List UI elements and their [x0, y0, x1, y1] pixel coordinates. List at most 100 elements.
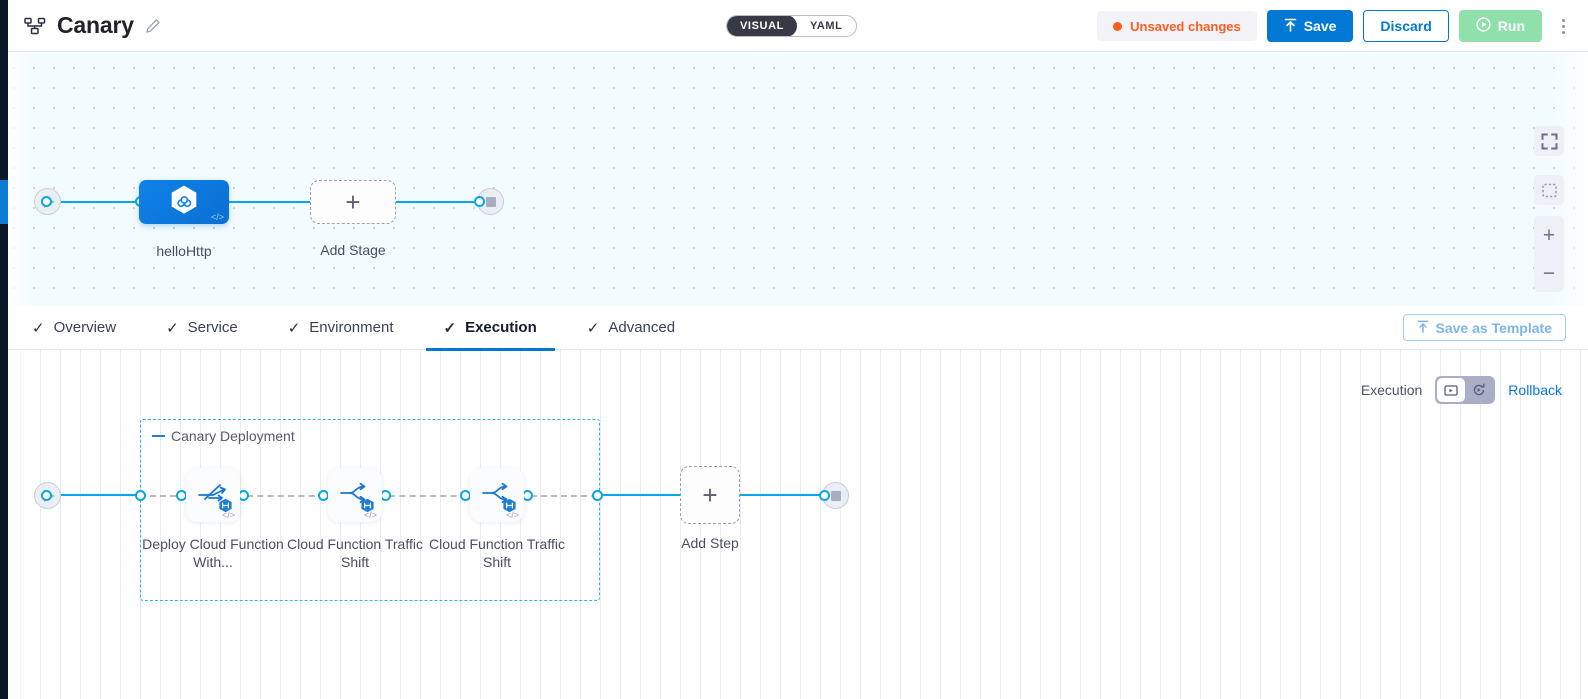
traffic-shift-icon: [338, 478, 372, 513]
deploy-cloud-function-icon: [196, 478, 230, 513]
fit-screen-icon[interactable]: [1534, 126, 1564, 156]
discard-button-label: Discard: [1380, 18, 1432, 34]
discard-button[interactable]: Discard: [1363, 10, 1449, 42]
save-upload-icon: [1284, 18, 1297, 35]
left-nav-rail-active-indicator: [0, 180, 8, 224]
step-code-badge-icon: </>: [363, 510, 377, 520]
port-group-out[interactable]: [592, 490, 603, 501]
step-node-label-2: Cloud Function Traffic Shift: [287, 536, 423, 570]
zoom-controls[interactable]: + −: [1534, 216, 1564, 292]
traffic-shift-icon: [480, 478, 514, 513]
selection-box-icon[interactable]: [1534, 175, 1564, 205]
zoom-in-button[interactable]: +: [1542, 223, 1556, 247]
step-node-traffic-shift-2[interactable]: </>: [470, 468, 524, 522]
top-header: Canary VISUAL YAML Unsaved changes: [0, 0, 1588, 52]
add-stage-button[interactable]: +: [310, 180, 396, 224]
unsaved-dot-icon: [1113, 21, 1123, 31]
collapse-dash-icon[interactable]: [152, 434, 165, 438]
rollback-steps-icon[interactable]: [1465, 378, 1493, 402]
pipeline-icon: [24, 17, 46, 35]
section-tabs: ✓ Overview ✓ Service ✓ Environment ✓ Exe…: [0, 306, 1588, 351]
stage-group-title[interactable]: Canary Deployment: [152, 428, 295, 444]
add-step-button[interactable]: +: [680, 466, 740, 524]
save-as-template-label: Save as Template: [1435, 319, 1552, 336]
edge-addstep-to-end: [740, 494, 825, 496]
step-node-traffic-shift-1[interactable]: </>: [328, 468, 382, 522]
save-button-label: Save: [1303, 18, 1337, 34]
edge-group-in-to-step1: [150, 495, 186, 497]
step-code-badge-icon: </>: [221, 510, 235, 520]
add-step-label: Add Step: [681, 535, 739, 551]
unsaved-changes-badge: Unsaved changes: [1097, 11, 1257, 41]
check-icon: ✓: [32, 319, 45, 337]
check-icon: ✓: [287, 319, 301, 337]
edge-step3-to-group-out: [531, 495, 597, 497]
execution-steps-icon[interactable]: [1437, 378, 1466, 402]
unsaved-changes-label: Unsaved changes: [1130, 18, 1241, 34]
step-node-deploy-cloud-function[interactable]: </>: [186, 468, 240, 522]
upload-template-icon: [1417, 320, 1429, 336]
tab-environment-label: Environment: [309, 319, 394, 336]
step-code-badge-icon: </>: [505, 510, 519, 520]
view-mode-toggle[interactable]: VISUAL YAML: [726, 15, 857, 37]
check-icon: ✓: [586, 319, 600, 337]
step-badge-icon: [218, 498, 233, 513]
port-end-in[interactable]: [474, 196, 485, 207]
stage-group-canary-deployment[interactable]: [140, 419, 600, 601]
run-play-icon: [1476, 17, 1491, 35]
tab-overview-label: Overview: [53, 319, 117, 336]
stage-canvas[interactable]: </> helloHttp + Add Stage + −: [0, 52, 1588, 306]
zoom-out-button[interactable]: −: [1542, 261, 1556, 285]
stop-icon: [485, 196, 496, 207]
port-start-out[interactable]: [41, 196, 52, 207]
edge-step2-to-step3: [389, 495, 467, 497]
header-actions: Unsaved changes Save Discard: [1097, 0, 1574, 52]
step-node-label-1: Deploy Cloud Function With...: [142, 536, 284, 570]
edge-stage-to-addstage: [222, 201, 314, 203]
execution-label: Execution: [1360, 382, 1423, 398]
tab-overview[interactable]: ✓ Overview: [14, 306, 134, 350]
header-left-group: Canary: [0, 12, 161, 39]
check-icon: ✓: [166, 319, 179, 337]
save-button[interactable]: Save: [1266, 10, 1354, 42]
port-group-in[interactable]: [135, 490, 146, 501]
tab-environment[interactable]: ✓ Environment: [270, 306, 412, 350]
plus-icon: +: [702, 479, 718, 510]
tab-advanced-label: Advanced: [608, 319, 676, 336]
page-title: Canary: [57, 12, 134, 38]
port-exec-start-out[interactable]: [41, 490, 52, 501]
execution-rollback-toggle[interactable]: [1435, 376, 1496, 404]
add-stage-label: Add Stage: [320, 242, 386, 258]
execution-canvas[interactable]: Execution Rollback: [0, 350, 1588, 699]
tab-service-label: Service: [187, 319, 238, 336]
kebab-menu-icon[interactable]: [1552, 10, 1574, 42]
tab-service[interactable]: ✓ Service: [148, 306, 256, 350]
run-button-label: Run: [1497, 18, 1525, 34]
edge-group-to-addstep: [601, 494, 683, 496]
tab-execution-label: Execution: [465, 319, 537, 336]
rollback-link[interactable]: Rollback: [1508, 382, 1562, 398]
edge-step1-to-step2: [247, 495, 325, 497]
tab-advanced[interactable]: ✓ Advanced: [569, 306, 693, 350]
left-nav-rail: [0, 0, 8, 699]
execution-toolbar: Execution Rollback: [1361, 376, 1562, 404]
edge-start-to-group: [54, 494, 146, 496]
stage-node-hellohttp[interactable]: </>: [139, 180, 229, 224]
tab-execution[interactable]: ✓ Execution: [425, 306, 556, 351]
step-badge-icon: [502, 498, 517, 513]
check-icon: ✓: [443, 319, 457, 337]
edge-addstage-to-end: [392, 201, 484, 203]
port-exec-end-in[interactable]: [819, 490, 830, 501]
stage-group-title-label: Canary Deployment: [171, 428, 295, 444]
edge-start-to-stage: [54, 201, 148, 203]
view-mode-visual[interactable]: VISUAL: [727, 16, 797, 36]
run-button[interactable]: Run: [1458, 10, 1542, 42]
pencil-icon[interactable]: [145, 18, 161, 34]
save-as-template-button[interactable]: Save as Template: [1402, 314, 1566, 341]
step-badge-icon: [360, 498, 375, 513]
plus-icon: +: [345, 186, 361, 217]
view-mode-yaml[interactable]: YAML: [809, 20, 843, 32]
stop-icon: [830, 490, 841, 501]
step-node-label-3: Cloud Function Traffic Shift: [429, 536, 565, 570]
